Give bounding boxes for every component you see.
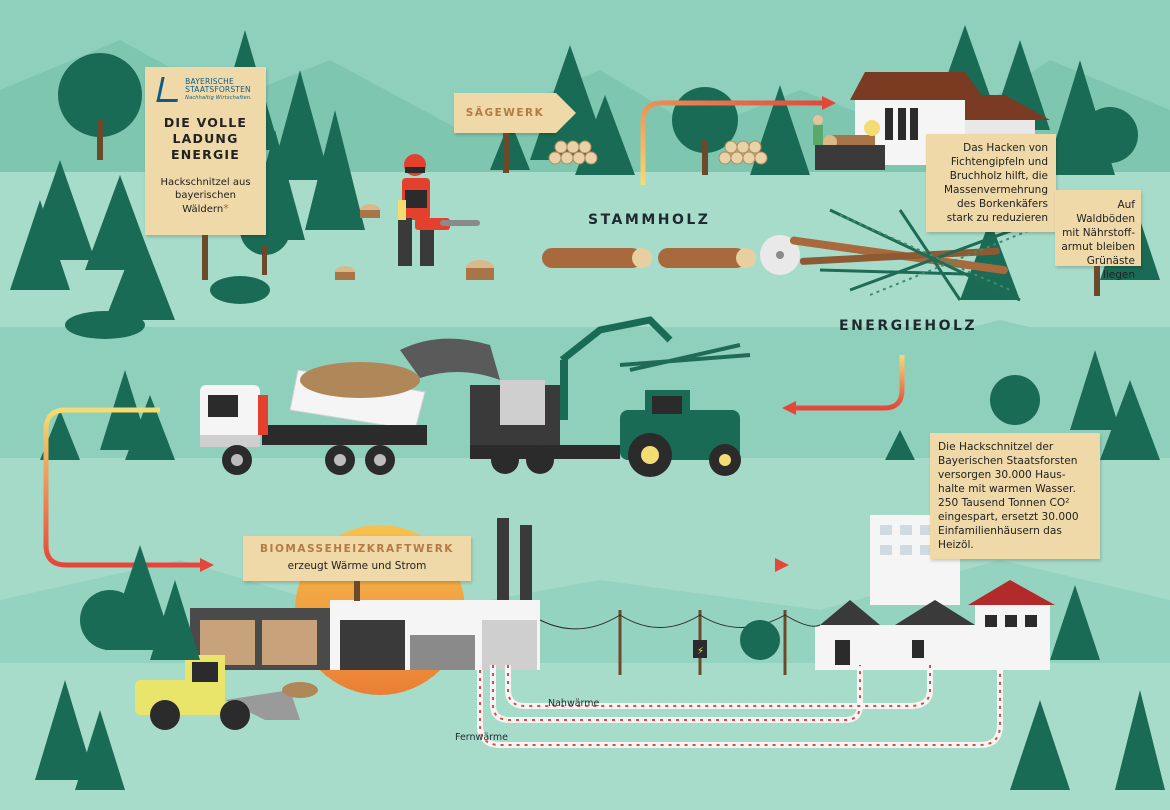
biomasse-subtitle: erzeugt Wärme und Strom: [287, 560, 427, 572]
waldboeden-sign-post: [1094, 266, 1100, 296]
arrow-to-kraftwerk: [43, 407, 200, 568]
logo-line2: STAATSFORSTEN: [185, 84, 251, 94]
subtitle-line3: Wäldern: [182, 204, 224, 215]
subtitle-line2: bayerischen: [175, 190, 236, 201]
stammholz-label: STAMMHOLZ: [588, 212, 711, 228]
info-line: Grünäste liegen: [1086, 255, 1135, 281]
info-line: versorgen 30.000 Haus-: [938, 469, 1066, 481]
title-sign: BAYERISCHE STAATSFORSTEN Nachhaltig Wirt…: [145, 67, 266, 235]
info-line: Bruchholz hilft, die: [949, 170, 1048, 182]
subtitle-line1: Hackschnitzel aus: [160, 177, 251, 188]
saegewerk-sign-post: [503, 133, 509, 173]
title-sign-post: [202, 235, 208, 280]
footnote-star: *: [223, 202, 229, 215]
info-line: Die Hackschnitzel der: [938, 441, 1054, 453]
dump-truck: [200, 362, 427, 475]
info-line: eingespart, ersetzt 30.000: [938, 511, 1079, 523]
saegewerk-sign: SÄGEWERK: [454, 93, 576, 133]
tree-stumps: [335, 204, 494, 280]
town: ⚡: [539, 515, 1165, 790]
info-line: mit Nährstoff-: [1062, 227, 1135, 239]
logo-tagline: Nachhaltig Wirtschaften.: [185, 94, 252, 101]
log-pile-left: [548, 140, 598, 165]
energieholz-branches: [760, 208, 1041, 302]
logo-mark-icon: [156, 77, 183, 102]
info-line: halte mit warmen Wasser.: [938, 483, 1076, 495]
forest-middle: [40, 350, 1160, 460]
fernwaerme-label: Fernwärme: [455, 732, 508, 743]
info-line: Heizöl.: [938, 539, 974, 551]
wood-chipper-tractor: [400, 316, 751, 477]
svg-text:⚡: ⚡: [697, 646, 704, 657]
info-line: 250 Tausend Tonnen CO²: [938, 497, 1070, 509]
heat-pipes: [477, 665, 1003, 748]
info-line: Bayerischen Staatsforsten: [938, 455, 1078, 467]
info-line: Massenvermehrung: [944, 184, 1048, 196]
info-line: des Borkenkäfers: [957, 198, 1048, 210]
info-line: Fichtengipfeln und: [950, 156, 1048, 168]
biomasseheizkraftwerk-sign: BIOMASSEHEIZKRAFTWERK erzeugt Wärme und …: [243, 536, 471, 581]
borkenkaefer-info: Das Hacken von Fichtengipfeln und Bruchh…: [926, 134, 1056, 232]
page-title: DIE VOLLE LADUNG ENERGIE: [145, 115, 266, 163]
info-line: armut bleiben: [1061, 241, 1135, 253]
stammholz-logs: [542, 248, 756, 268]
info-line: Einfamilienhäusern das: [938, 525, 1062, 537]
energieholz-label: ENERGIEHOLZ: [839, 318, 978, 334]
arrow-to-chipper: [795, 355, 905, 411]
log-pile-right: [718, 140, 768, 165]
title-line2: LADUNG: [172, 131, 239, 146]
wheel-loader: [135, 655, 318, 730]
info-line: Auf Waldböden: [1076, 199, 1135, 225]
nahwaerme-label: Nahwärme: [548, 698, 600, 709]
logo-line1: BAYERISCHE: [185, 76, 234, 86]
subtitle: Hackschnitzel aus bayerischen Wäldern*: [145, 176, 266, 216]
lumberjack: [398, 154, 480, 266]
forest-bottom-left: [35, 545, 200, 790]
info-line: stark zu reduzieren: [946, 212, 1048, 224]
hackschnitzel-info: Die Hackschnitzel der Bayerischen Staats…: [930, 433, 1100, 559]
biomasse-sign-post: [354, 581, 360, 601]
title-line1: DIE VOLLE: [163, 115, 248, 130]
bayerische-staatsforsten-logo: BAYERISCHE STAATSFORSTEN Nachhaltig Wirt…: [145, 77, 266, 102]
title-line3: ENERGIE: [170, 147, 240, 162]
biomasse-title: BIOMASSEHEIZKRAFTWERK: [260, 543, 454, 555]
info-line: Das Hacken von: [963, 142, 1048, 154]
arrow-to-saegewerk: [640, 100, 823, 185]
waldboeden-info: Auf Waldböden mit Nährstoff- armut bleib…: [1055, 190, 1141, 281]
